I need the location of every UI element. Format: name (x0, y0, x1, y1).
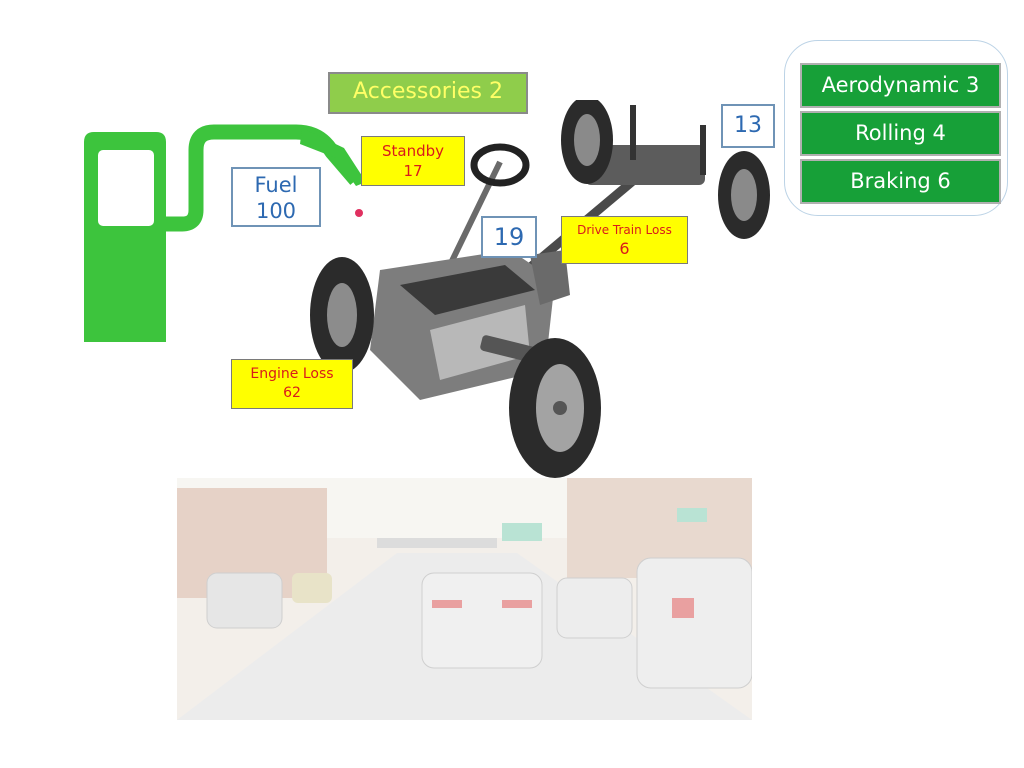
engine-loss-value: 62 (283, 385, 301, 401)
fuel-pump-icon (84, 124, 366, 342)
drivetrain-input-box: 19 (481, 216, 537, 258)
indicator-dot (355, 209, 363, 217)
braking-box: Braking 6 (800, 159, 1001, 204)
standby-box: Standby 17 (361, 136, 465, 186)
accessories-box: Accessories 2 (328, 72, 528, 114)
rolling-box: Rolling 4 (800, 111, 1001, 156)
standby-label: Standby (381, 142, 445, 160)
traffic-photo (177, 478, 752, 720)
drive-train-loss-label: Drive Train Loss (577, 223, 672, 237)
fuel-box: Fuel 100 (231, 167, 321, 227)
drive-train-loss-box: Drive Train Loss 6 (561, 216, 688, 264)
fuel-value: 100 (255, 199, 297, 223)
outputs-group-bracket (784, 40, 1008, 216)
standby-value: 17 (403, 162, 423, 180)
engine-loss-box: Engine Loss 62 (231, 359, 353, 409)
wheels-input-box: 13 (721, 104, 775, 148)
aerodynamic-box: Aerodynamic 3 (800, 63, 1001, 108)
fuel-label: Fuel (254, 173, 298, 197)
engine-loss-label: Engine Loss (250, 366, 334, 382)
vehicle-chassis-illustration (310, 100, 770, 478)
drive-train-loss-value: 6 (619, 239, 630, 258)
